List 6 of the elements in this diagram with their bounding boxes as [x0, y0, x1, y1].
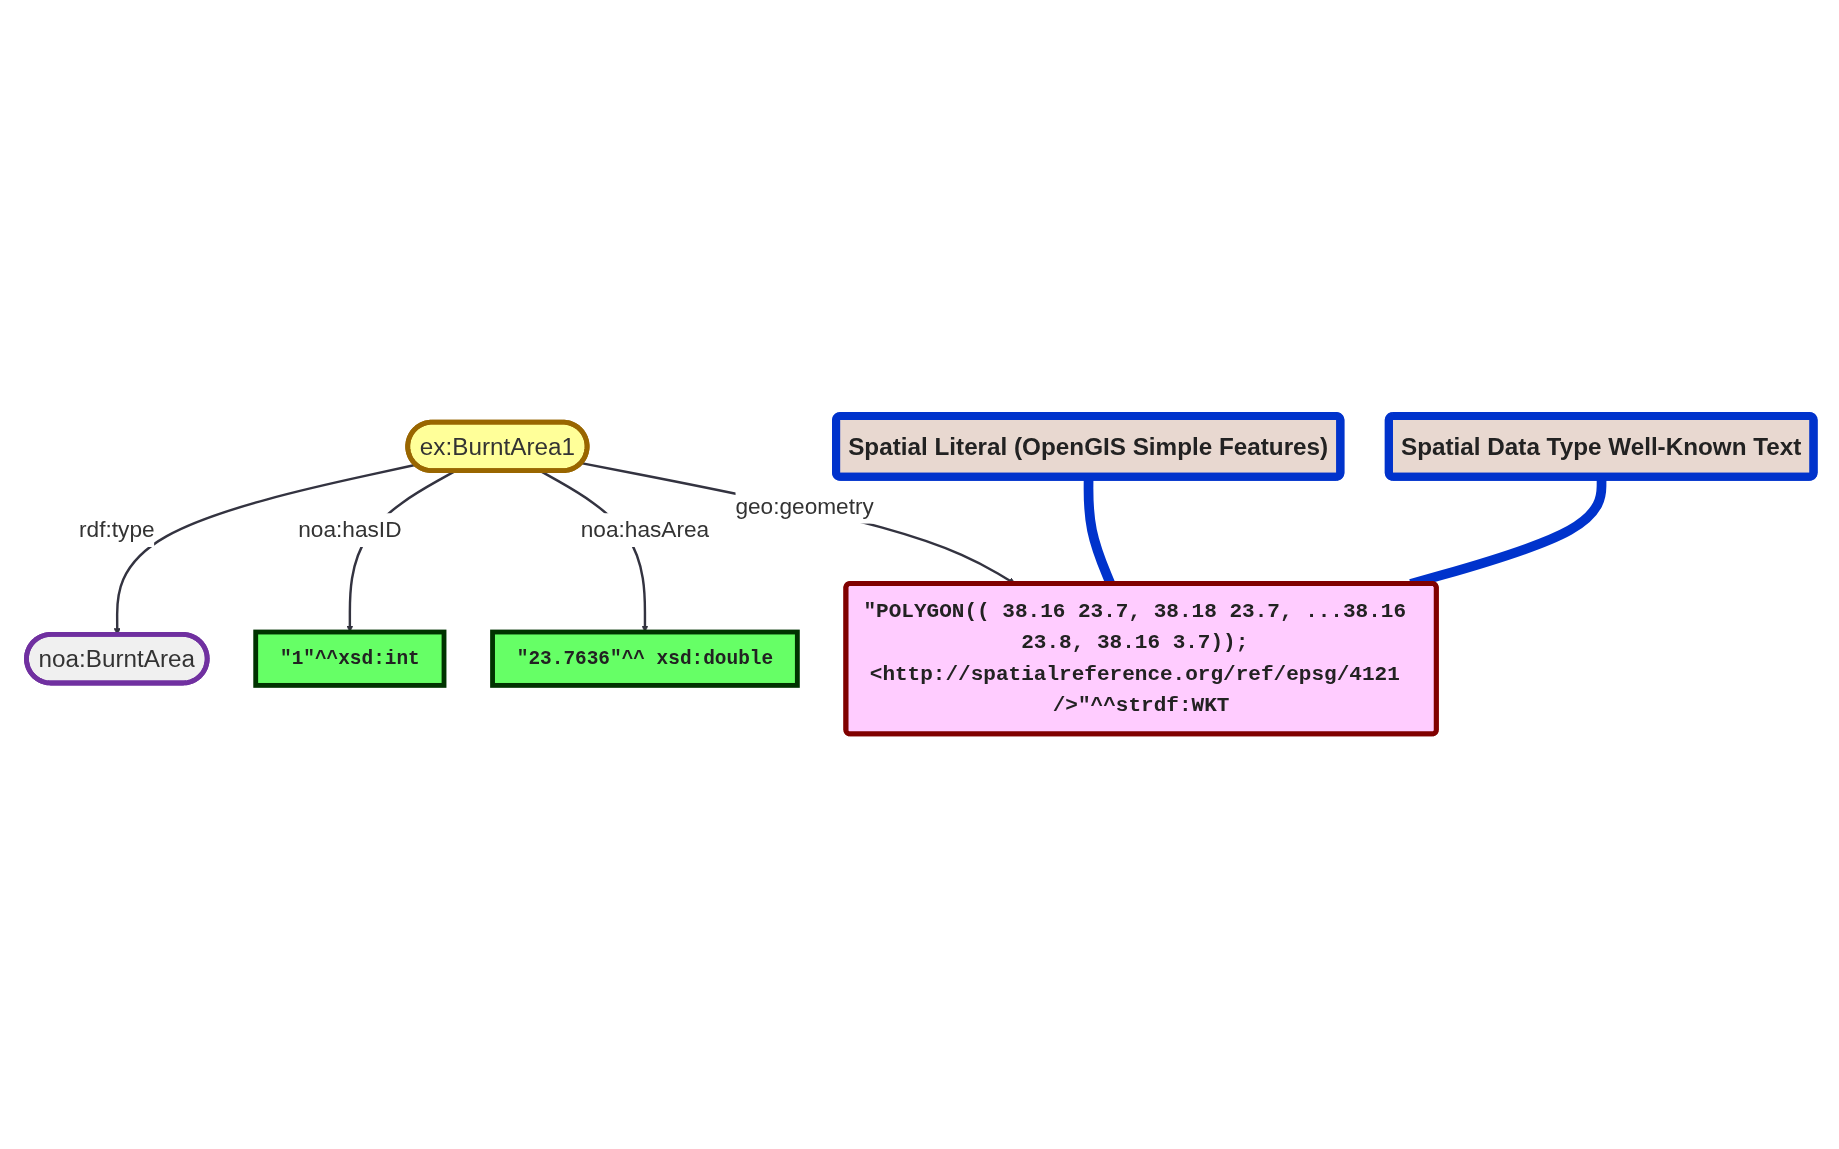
edge-label: noa:hasArea	[580, 516, 709, 542]
edge-label: rdf:type	[78, 516, 155, 542]
edge-label: geo:geometry	[734, 493, 874, 519]
node-box: "1"^^xsd:int	[252, 629, 446, 688]
edge-label: noa:hasID	[297, 516, 401, 542]
node-box: "23.7636"^^ xsd:double	[489, 629, 800, 688]
